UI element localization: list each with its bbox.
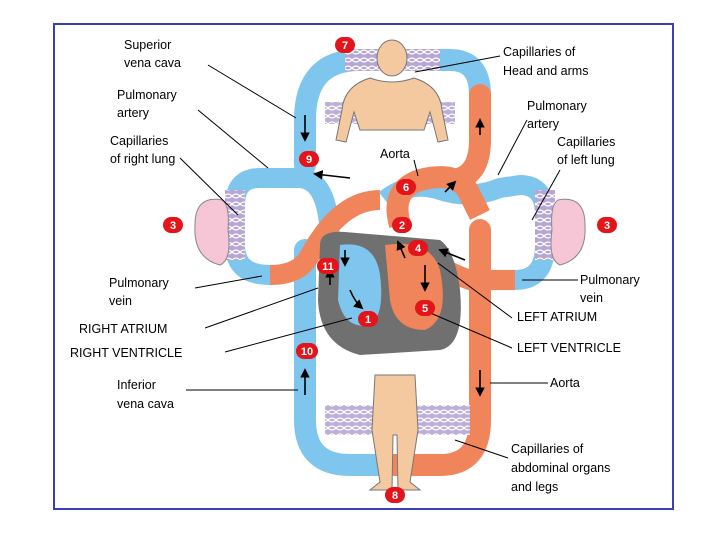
svg-text:5: 5: [422, 303, 428, 315]
step-badge-11: [317, 258, 339, 274]
right-lung: [194, 198, 230, 266]
label-right-ventricle: RIGHT VENTRICLE: [70, 346, 182, 360]
step-badge-1: [358, 311, 378, 327]
label-pulmonary-vein-right-1: Pulmonary: [580, 273, 640, 287]
step-badge-8: [385, 487, 405, 503]
step-badge-4: [408, 240, 428, 256]
svg-text:7: 7: [342, 40, 348, 52]
leader-lines: [179, 55, 578, 459]
step-badge-2: [392, 217, 412, 233]
label-inferior-vena-cava-2: vena cava: [117, 397, 174, 411]
label-left-atrium: LEFT ATRIUM: [517, 310, 597, 324]
step-badges: 7 9 6 2 3 3 4 11 5 1 10 8: [163, 37, 617, 503]
label-pulmonary-artery-left-1: Pulmonary: [117, 88, 177, 102]
svg-text:3: 3: [604, 220, 610, 232]
label-capillaries-head-arms-2: Head and arms: [503, 64, 588, 78]
label-aorta-bottom: Aorta: [550, 376, 580, 390]
step-badge-6: [396, 179, 416, 195]
label-pulmonary-artery-right-1: Pulmonary: [527, 99, 587, 113]
heart: [318, 231, 461, 355]
label-capillaries-left-lung-1: Capillaries: [557, 135, 615, 149]
label-capillaries-head-arms-1: Capillaries of: [503, 45, 576, 59]
svg-text:3: 3: [170, 220, 176, 232]
svg-text:4: 4: [415, 243, 422, 255]
label-capillaries-abdominal-3: and legs: [511, 480, 558, 494]
label-superior-vena-cava-1: Superior: [124, 38, 171, 52]
svg-text:9: 9: [306, 154, 312, 166]
label-inferior-vena-cava-1: Inferior: [117, 378, 156, 392]
label-capillaries-right-lung-2: of right lung: [110, 152, 175, 166]
svg-text:2: 2: [399, 220, 405, 232]
label-pulmonary-vein-left-2: vein: [109, 294, 132, 308]
label-capillaries-abdominal-1: Capillaries of: [511, 442, 584, 456]
upper-body-figure: [335, 39, 449, 143]
label-aorta-top: Aorta: [380, 147, 410, 161]
svg-text:1: 1: [365, 314, 371, 326]
label-superior-vena-cava-2: vena cava: [124, 56, 181, 70]
svg-text:8: 8: [392, 490, 398, 502]
svg-text:6: 6: [403, 182, 409, 194]
step-badge-3-right: [597, 217, 617, 233]
flow-arrows: [300, 115, 485, 397]
svg-text:10: 10: [301, 346, 313, 358]
aortic-arch: [386, 166, 490, 229]
label-pulmonary-vein-left-1: Pulmonary: [109, 276, 169, 290]
labels: Superior vena cava Capillaries of Head a…: [70, 38, 640, 494]
label-capillaries-left-lung-2: of left lung: [557, 153, 615, 167]
step-badge-7: [335, 37, 355, 53]
step-badge-3-left: [163, 217, 183, 233]
label-pulmonary-artery-left-2: artery: [117, 106, 150, 120]
lower-body-figure: [368, 374, 422, 491]
svg-text:11: 11: [322, 261, 334, 273]
left-lung: [550, 198, 586, 266]
label-capillaries-right-lung-1: Capillaries: [110, 134, 168, 148]
label-pulmonary-vein-right-2: vein: [580, 291, 603, 305]
label-right-atrium: RIGHT ATRIUM: [79, 322, 167, 336]
label-pulmonary-artery-right-2: artery: [527, 117, 560, 131]
step-badge-9: [299, 151, 319, 167]
step-badge-10: [296, 343, 318, 359]
step-badge-5: [415, 300, 435, 316]
label-capillaries-abdominal-2: abdominal organs: [511, 461, 610, 475]
label-left-ventricle: LEFT VENTRICLE: [517, 341, 621, 355]
